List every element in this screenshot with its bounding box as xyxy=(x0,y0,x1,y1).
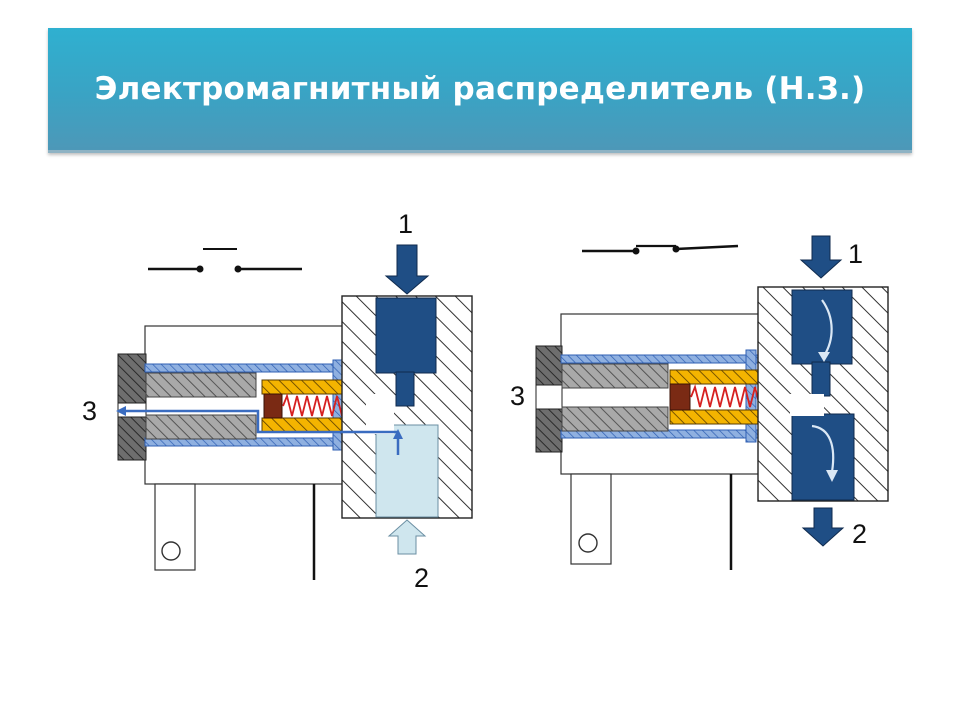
right-pressure-chamber xyxy=(791,289,853,365)
page-title: Электромагнитный распределитель (Н.З.) xyxy=(94,71,866,107)
left-tube-top xyxy=(144,363,346,373)
right-spring xyxy=(690,384,772,408)
right-output-chamber xyxy=(791,413,855,501)
right-valve: 1 2 3 xyxy=(510,235,889,570)
right-port-2-label: 2 xyxy=(852,519,867,549)
right-plunger xyxy=(669,383,691,411)
right-bracket-hole xyxy=(578,533,598,553)
left-exhaust-chamber xyxy=(375,424,439,518)
right-port-1-label: 1 xyxy=(848,239,863,269)
left-bracket-hole xyxy=(161,541,181,561)
right-flow-path xyxy=(811,299,835,473)
left-inlet-arrow xyxy=(384,244,430,295)
right-port-3-label: 3 xyxy=(510,381,525,411)
left-valve: 1 2 3 xyxy=(82,209,473,593)
right-solenoid-housing xyxy=(560,313,762,475)
left-port-2-label: 2 xyxy=(414,563,429,593)
left-solenoid-housing xyxy=(144,325,346,485)
left-fixed-core-bottom xyxy=(145,414,257,440)
left-switch-open xyxy=(148,248,302,273)
left-fixed-core-top xyxy=(145,372,257,398)
right-switch-closed xyxy=(582,244,739,255)
left-port-1-label: 1 xyxy=(398,209,413,239)
left-pressure-chamber xyxy=(375,297,437,374)
right-inlet-arrow xyxy=(799,235,843,279)
left-plunger xyxy=(263,393,283,419)
left-flow-path xyxy=(116,406,403,455)
left-outlet-arrow xyxy=(387,519,427,555)
right-fixed-core-bottom xyxy=(561,406,669,432)
right-tube-top xyxy=(560,354,762,364)
title-bar: Электромагнитный распределитель (Н.З.) xyxy=(48,28,912,153)
right-outlet-arrow xyxy=(801,507,845,547)
left-port-3-label: 3 xyxy=(82,396,97,426)
right-fixed-core-top xyxy=(561,363,669,389)
